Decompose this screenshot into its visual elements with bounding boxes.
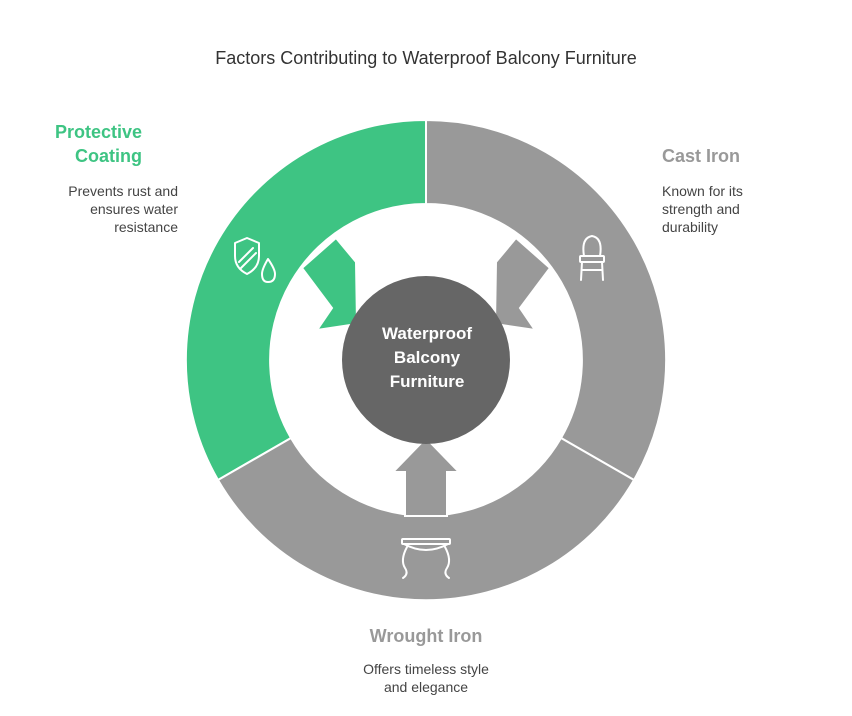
desc-line: durability (662, 219, 719, 235)
desc-line: Prevents rust and (68, 183, 178, 199)
factor-heading-protective-coating: Protective Coating (0, 120, 142, 168)
heading-line: Coating (75, 146, 142, 166)
center-label: Waterproof Balcony Furniture (356, 322, 498, 394)
segment-protective-coating (184, 118, 427, 482)
center-label-line: Balcony (393, 348, 461, 367)
center-circle (342, 276, 510, 444)
center-label-line: Furniture (389, 372, 465, 391)
factor-heading-cast-iron: Cast Iron (662, 144, 842, 168)
chair-icon (579, 235, 605, 281)
desc-line: strength and (662, 201, 740, 217)
segment-cast-iron (425, 118, 668, 482)
page-title: Factors Contributing to Waterproof Balco… (215, 48, 637, 68)
factor-desc-wrought-iron: Offers timeless style and elegance (326, 660, 526, 696)
heading-line: Cast Iron (662, 146, 741, 166)
desc-line: ensures water (90, 201, 178, 217)
desc-line: Known for its (662, 183, 743, 199)
shield-water-drop-icon (234, 237, 276, 283)
desc-line: and elegance (383, 679, 469, 695)
center-label-line: Waterproof (381, 324, 473, 343)
desc-line: resistance (114, 219, 178, 235)
segment-wrought-iron (216, 436, 636, 602)
arrow-wrought-iron (390, 436, 462, 517)
factor-desc-cast-iron: Known for its strength and durability (662, 182, 842, 236)
desc-line: Offers timeless style (363, 661, 489, 677)
factor-heading-wrought-iron: Wrought Iron (326, 624, 526, 648)
heading-line: Wrought Iron (369, 626, 483, 646)
heading-line: Protective (54, 122, 142, 142)
table-icon (401, 538, 451, 579)
factor-desc-protective-coating: Prevents rust and ensures water resistan… (0, 182, 178, 236)
